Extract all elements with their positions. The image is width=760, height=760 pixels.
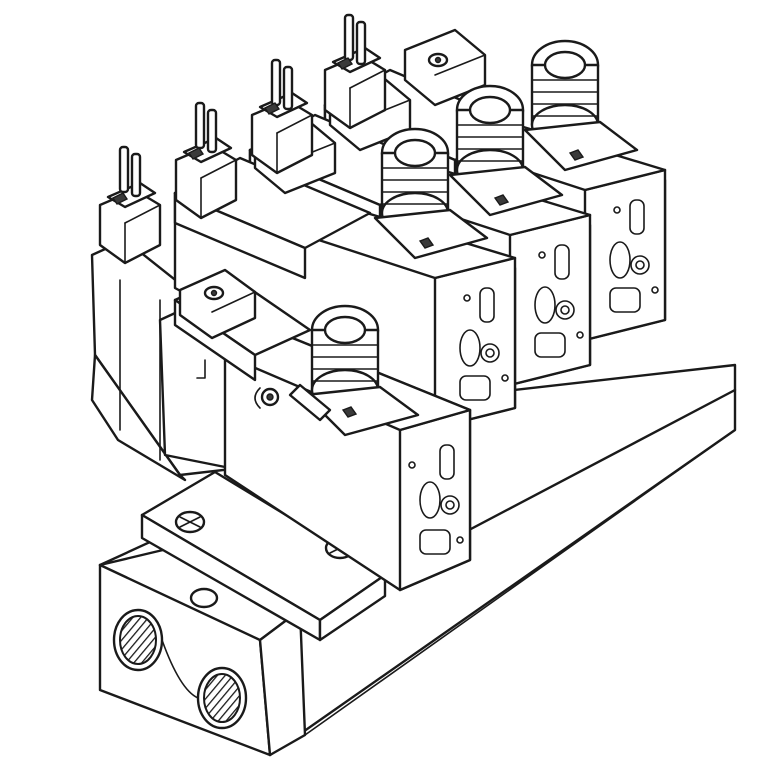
mount-hole: [189, 587, 219, 609]
screw-head-left: [174, 510, 206, 534]
plug-connector-2: [250, 58, 314, 175]
port-hole-right: [196, 666, 248, 730]
port-hole-left: [112, 608, 164, 672]
plug-connector-1: [323, 13, 387, 130]
plug-connector-3: [174, 101, 238, 220]
end-plate: [140, 470, 387, 642]
plug-connector-4: [98, 145, 162, 265]
valve-module-4: [173, 268, 472, 592]
